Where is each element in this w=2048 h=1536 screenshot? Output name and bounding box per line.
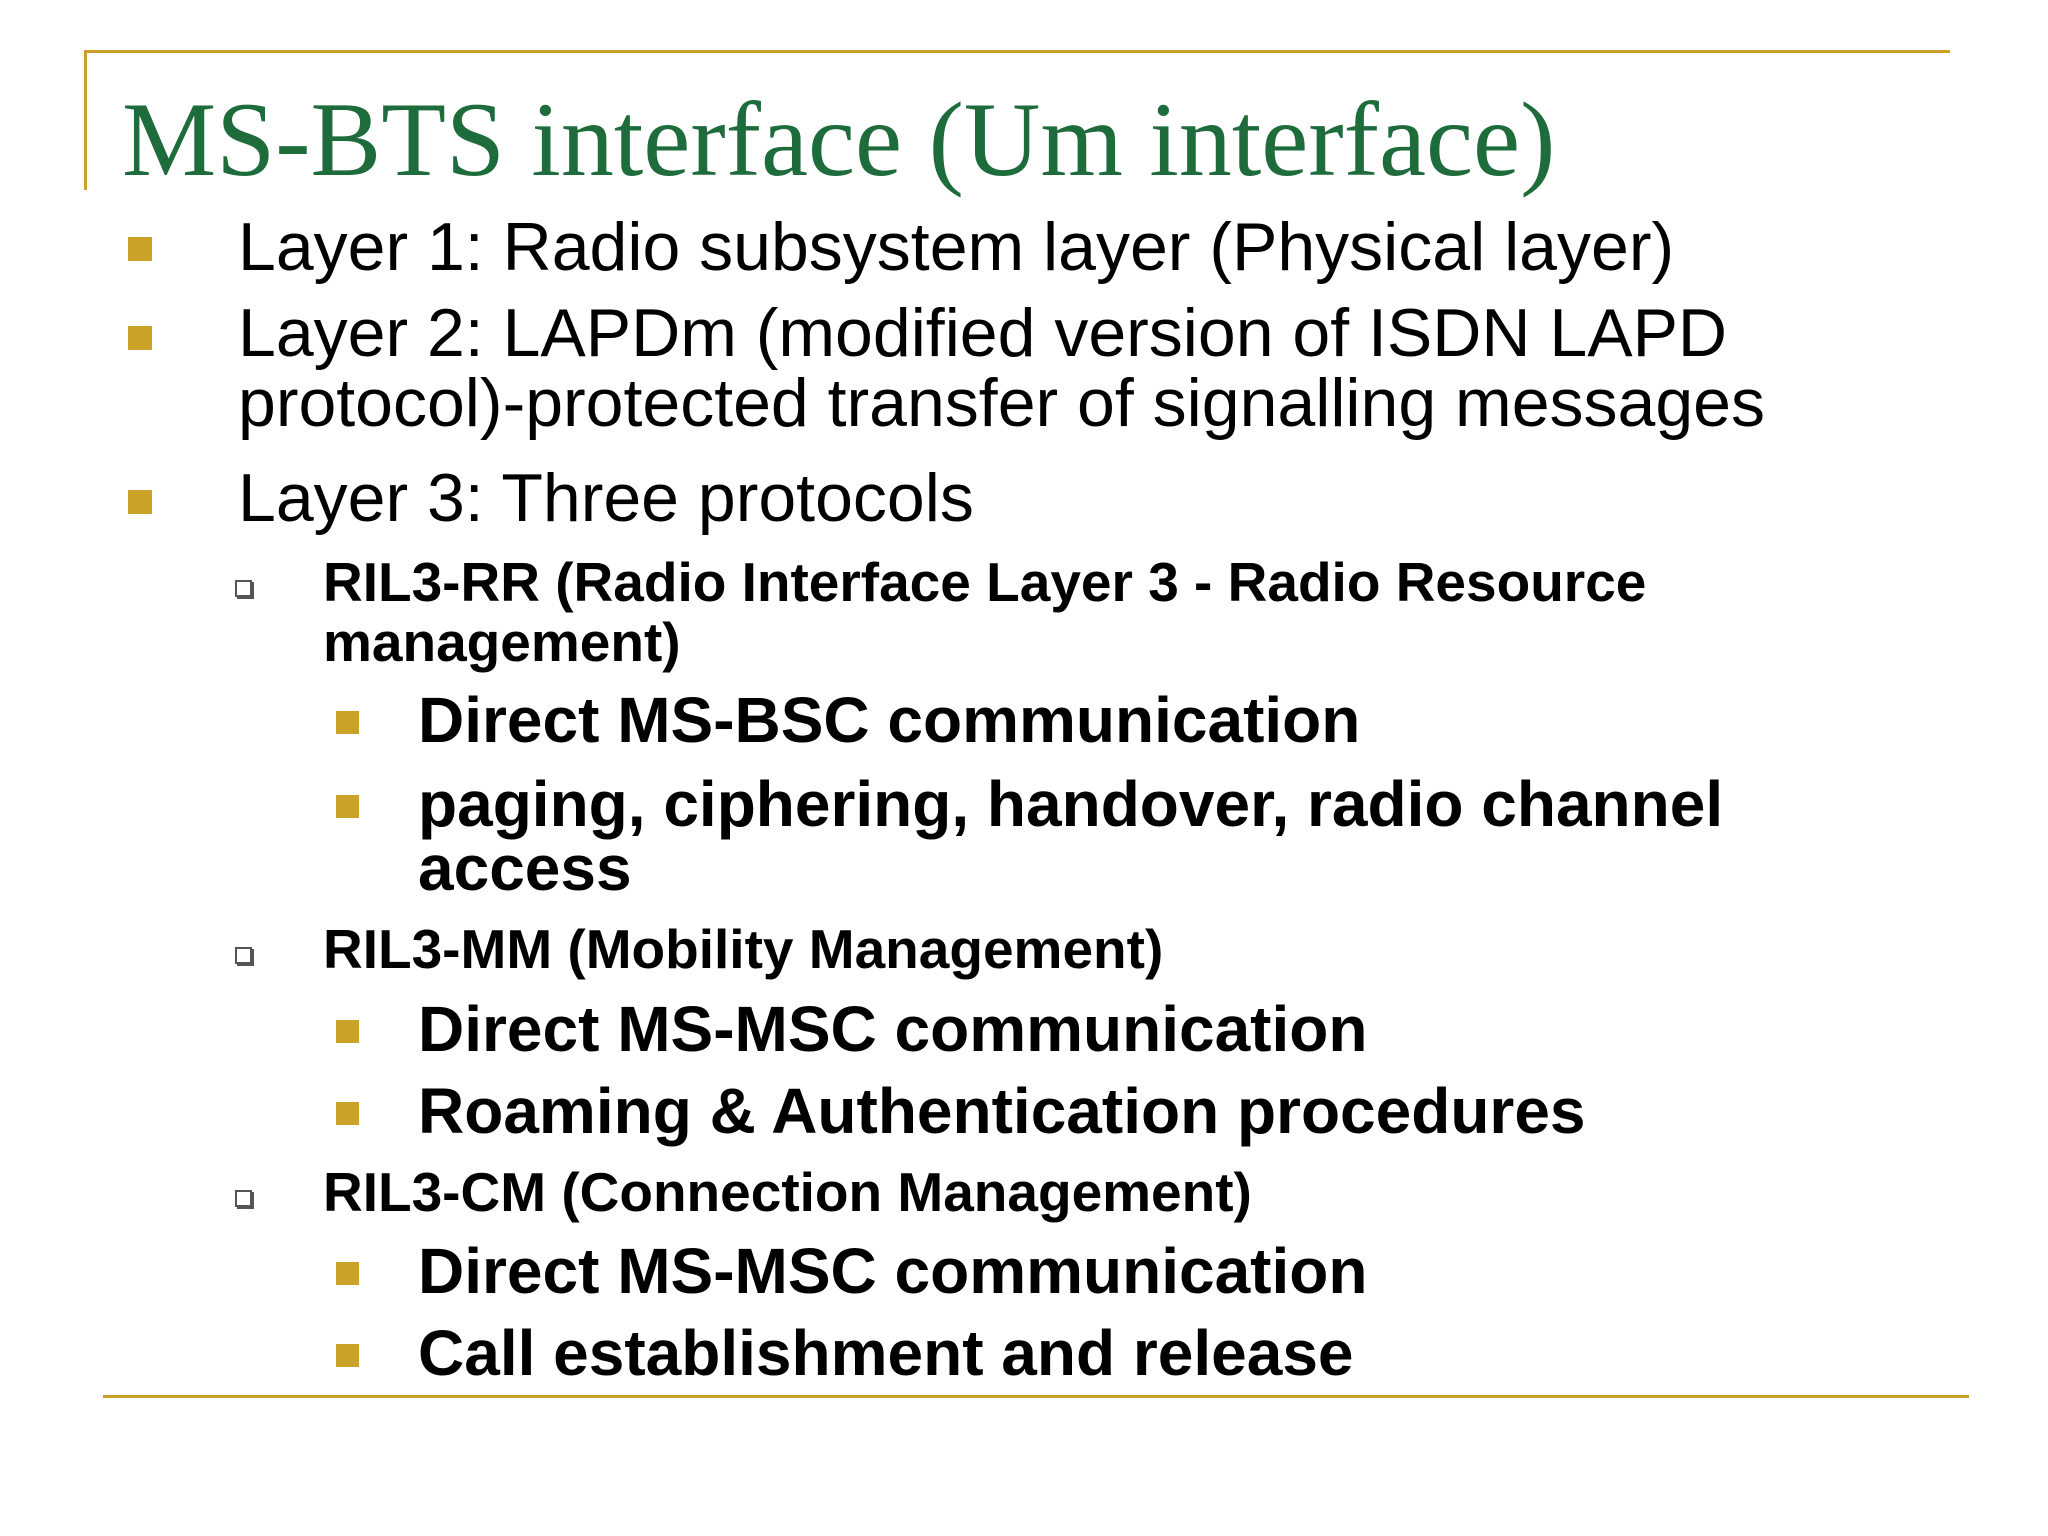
detail-text: Direct MS-MSC communication bbox=[418, 993, 1368, 1065]
bullet-text: Layer 1: Radio subsystem layer (Physical… bbox=[238, 209, 1675, 285]
hollow-box-bullet-icon bbox=[235, 580, 252, 597]
hollow-box-bullet-icon bbox=[235, 1190, 252, 1207]
sub-item-text-line1: RIL3-RR (Radio Interface Layer 3 - Radio… bbox=[323, 551, 1647, 613]
square-bullet-icon bbox=[336, 1262, 359, 1285]
detail-text-line1: paging, ciphering, handover, radio chann… bbox=[418, 768, 1724, 840]
bullet-text-line1: Layer 2: LAPDm (modified version of ISDN… bbox=[238, 295, 1728, 371]
square-bullet-icon bbox=[128, 326, 152, 350]
detail-text: Direct MS-MSC communication bbox=[418, 1235, 1368, 1307]
left-rule-divider bbox=[84, 50, 87, 190]
detail-text-line2: access bbox=[418, 832, 632, 904]
bullet-text-line2: protocol)-protected transfer of signalli… bbox=[238, 365, 1765, 441]
detail-text: Roaming & Authentication procedures bbox=[418, 1075, 1586, 1147]
bullet-text: Layer 3: Three protocols bbox=[238, 460, 974, 536]
square-bullet-icon bbox=[128, 490, 152, 514]
square-bullet-icon bbox=[336, 1020, 359, 1043]
detail-text: Direct MS-BSC communication bbox=[418, 684, 1361, 756]
hollow-box-bullet-icon bbox=[235, 947, 252, 964]
detail-text: Call establishment and release bbox=[418, 1317, 1354, 1389]
bottom-rule-divider bbox=[103, 1395, 1969, 1398]
square-bullet-icon bbox=[336, 1102, 359, 1125]
sub-item-text: RIL3-MM (Mobility Management) bbox=[323, 918, 1164, 980]
square-bullet-icon bbox=[128, 237, 152, 261]
sub-item-text-line2: management) bbox=[323, 611, 681, 673]
square-bullet-icon bbox=[336, 1344, 359, 1367]
sub-item-text: RIL3-CM (Connection Management) bbox=[323, 1161, 1252, 1223]
slide-title: MS-BTS interface (Um interface) bbox=[122, 81, 1556, 198]
top-rule-divider bbox=[84, 50, 1950, 53]
square-bullet-icon bbox=[336, 795, 359, 818]
square-bullet-icon bbox=[336, 711, 359, 734]
